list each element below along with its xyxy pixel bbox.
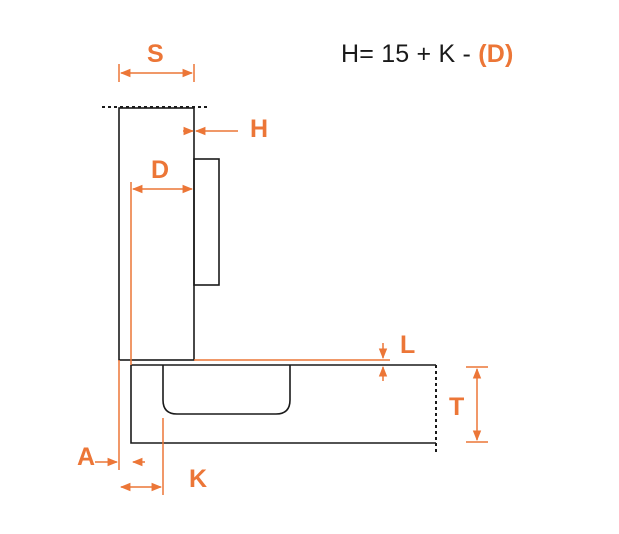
- label-h: H: [250, 115, 268, 143]
- label-a: A: [77, 443, 95, 471]
- label-s: S: [147, 40, 164, 68]
- label-l: L: [400, 331, 415, 359]
- h-formula: H= 15 + K - (D): [341, 40, 514, 69]
- label-k: K: [189, 465, 207, 493]
- formula-text: H= 15 + K -: [341, 40, 479, 68]
- hinge-arm-plate: [193, 158, 220, 286]
- door-panel: [130, 364, 436, 444]
- label-t: T: [449, 393, 464, 421]
- hinge-cup-recess: [162, 365, 291, 415]
- formula-highlight: (D): [478, 40, 514, 68]
- label-d: D: [151, 156, 169, 184]
